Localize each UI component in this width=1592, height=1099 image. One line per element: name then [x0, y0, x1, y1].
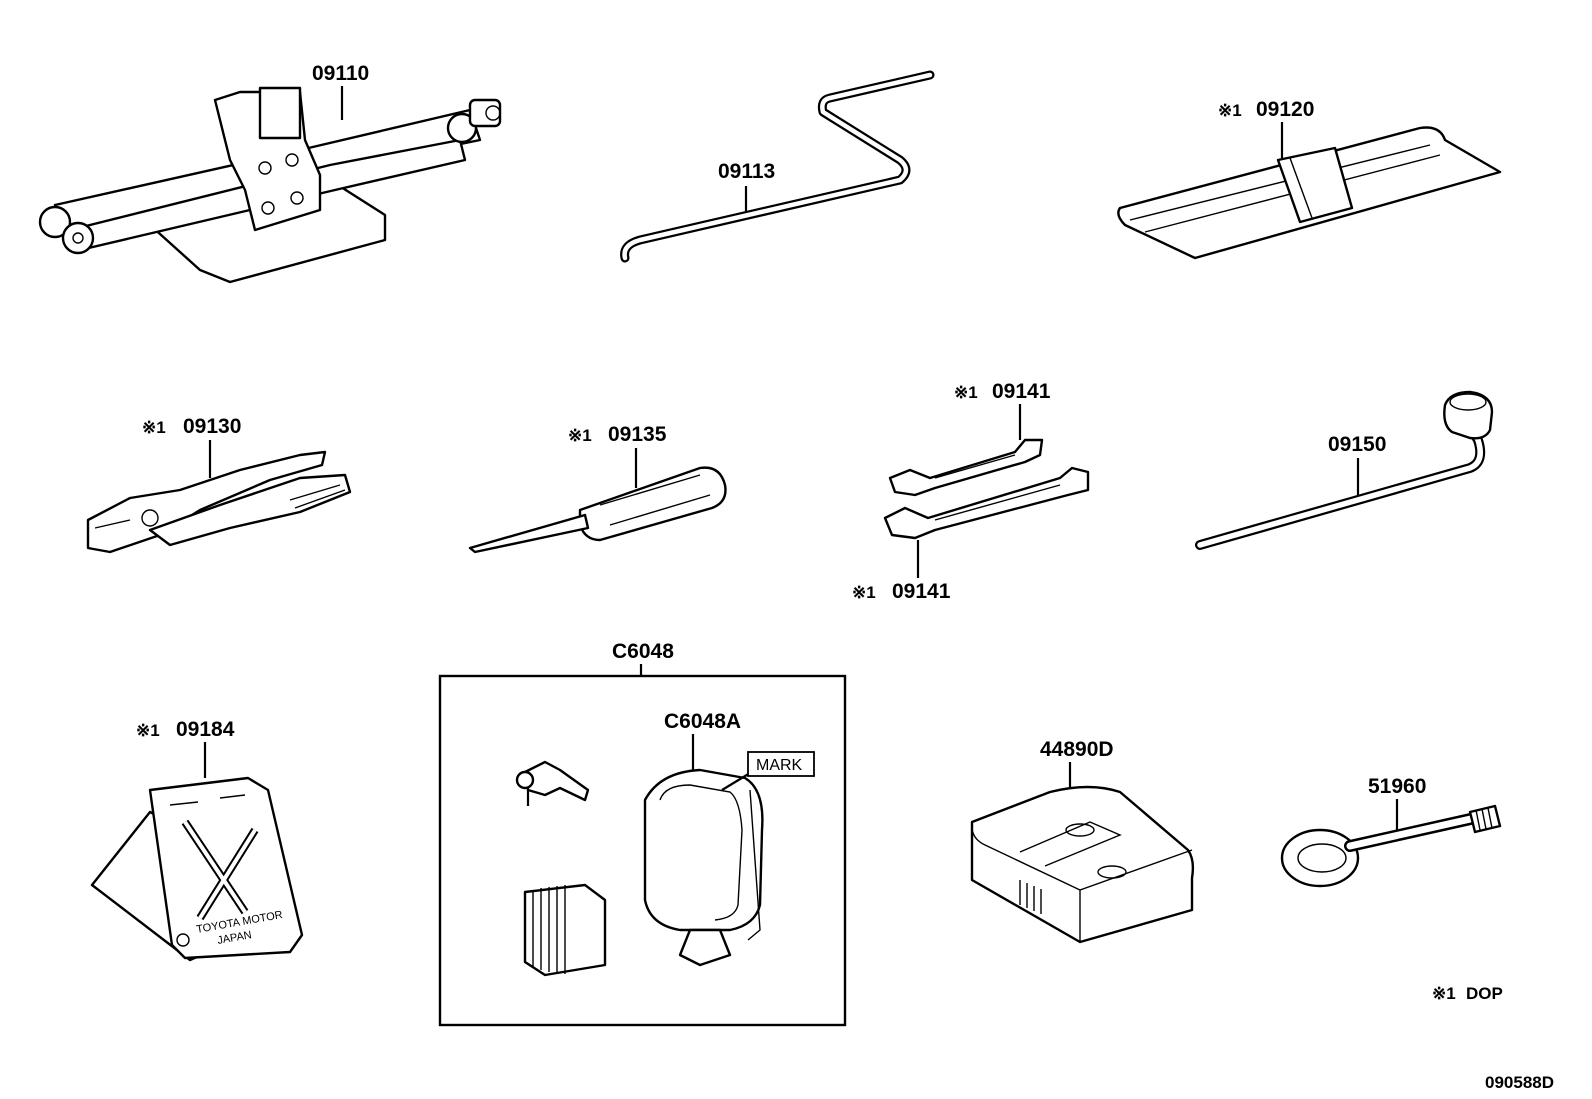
- towing-eye-51960[interactable]: 51960: [1280, 775, 1502, 888]
- part-label-09110: 09110: [312, 62, 369, 85]
- case-44890D[interactable]: 44890D: [970, 738, 1195, 944]
- kit-nozzle: [515, 760, 590, 806]
- mark-09141-lower: ※1: [852, 583, 876, 602]
- mark-09141-upper: ※1: [954, 383, 978, 402]
- compressor-c6048a[interactable]: C6048A MARK: [643, 710, 815, 967]
- mark-09135: ※1: [568, 426, 592, 445]
- legend-mark: ※1: [1432, 984, 1456, 1003]
- tool-bag-09120[interactable]: ※1 09120: [1117, 98, 1502, 260]
- part-label-09135: 09135: [608, 423, 667, 446]
- legend-text: DOP: [1466, 984, 1503, 1003]
- kit-c6048[interactable]: C6048 C6048A MARK: [438, 640, 847, 1027]
- part-label-09130: 09130: [183, 415, 241, 438]
- chock-plate-text-2: JAPAN: [216, 929, 252, 947]
- mark-callout-box: [747, 751, 815, 777]
- kit-c6048-frame: [438, 674, 847, 1027]
- legend-dop: ※1 DOP: [1432, 984, 1503, 1003]
- scissor-jack-09110[interactable]: 09110: [38, 62, 502, 284]
- part-label-09141-lower: 09141: [892, 580, 951, 603]
- lug-wrench-09150[interactable]: 09150: [1195, 390, 1494, 550]
- part-label-09150: 09150: [1328, 433, 1386, 456]
- pliers-09130[interactable]: ※1 09130: [86, 415, 352, 554]
- part-label-09113: 09113: [718, 160, 775, 183]
- screwdriver-09135[interactable]: ※1 09135: [468, 423, 727, 554]
- mark-callout-label: MARK: [756, 757, 803, 774]
- diagram-id: 090588D: [1485, 1073, 1554, 1092]
- part-label-44890D: 44890D: [1040, 738, 1114, 761]
- part-label-51960: 51960: [1368, 775, 1426, 798]
- part-label-C6048: C6048: [612, 640, 674, 663]
- part-label-C6048A: C6048A: [664, 710, 741, 733]
- wrench-09141-upper[interactable]: ※1 09141: [888, 380, 1051, 497]
- part-label-09120: 09120: [1256, 98, 1314, 121]
- mark-09184: ※1: [136, 721, 160, 740]
- kit-sealant-pads: [523, 883, 607, 977]
- part-label-09184: 09184: [176, 718, 235, 741]
- mark-09120: ※1: [1218, 101, 1242, 120]
- wheel-chock-09184[interactable]: ※1 09184 TOYOTA MOTOR JAPAN: [90, 718, 304, 962]
- part-label-09141-upper: 09141: [992, 380, 1051, 403]
- mark-09130: ※1: [142, 418, 166, 437]
- wrench-09141-lower[interactable]: ※1 09141: [852, 466, 1090, 603]
- jack-handle-09113[interactable]: 09113: [620, 70, 935, 263]
